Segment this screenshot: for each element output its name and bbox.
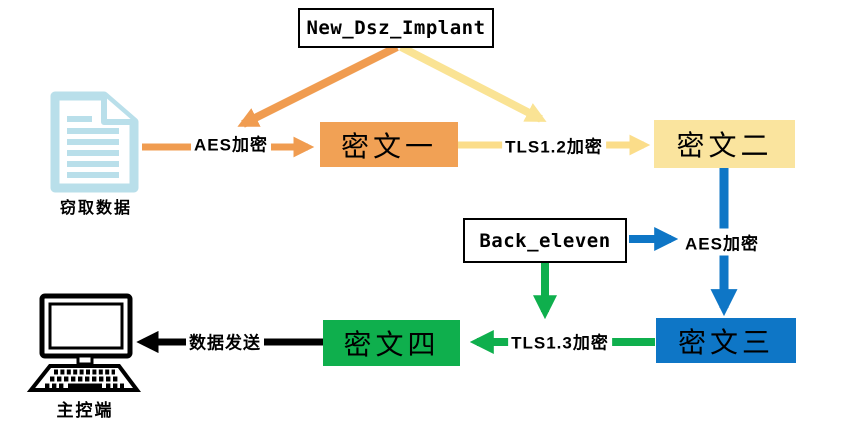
arrow-implant-to-tls12 xyxy=(399,43,547,123)
edge-label-aes2: AES加密 xyxy=(682,228,772,256)
edge-label-tls12: TLS1.2加密 xyxy=(502,131,606,159)
cipher3-box: 密文三 xyxy=(656,318,796,363)
cipher4-label: 密文四 xyxy=(343,330,440,361)
cipher1-label: 密文一 xyxy=(340,131,437,163)
arrow-implant-to-aes1 xyxy=(237,43,399,128)
backdoor-label: Back_eleven xyxy=(479,229,611,252)
cipher2-label: 密文二 xyxy=(676,131,773,162)
implant-label-box: New_Dsz_Implant xyxy=(298,8,494,48)
stolen-data-caption: 窃取数据 xyxy=(59,200,132,217)
document-icon xyxy=(46,91,143,193)
edge-label-aes1: AES加密 xyxy=(191,129,271,157)
implant-label: New_Dsz_Implant xyxy=(306,17,486,39)
controller-caption: 主控端 xyxy=(56,401,114,420)
cipher3-label: 密文三 xyxy=(677,327,774,359)
backdoor-label-box: Back_eleven xyxy=(463,218,627,263)
edge-label-send: 数据发送 xyxy=(186,327,264,355)
cipher2-box: 密文二 xyxy=(654,120,795,168)
edge-label-tls13: TLS1.3加密 xyxy=(508,327,612,355)
cipher1-box: 密文一 xyxy=(320,122,458,167)
cipher4-box: 密文四 xyxy=(323,320,460,366)
computer-icon xyxy=(26,292,142,396)
